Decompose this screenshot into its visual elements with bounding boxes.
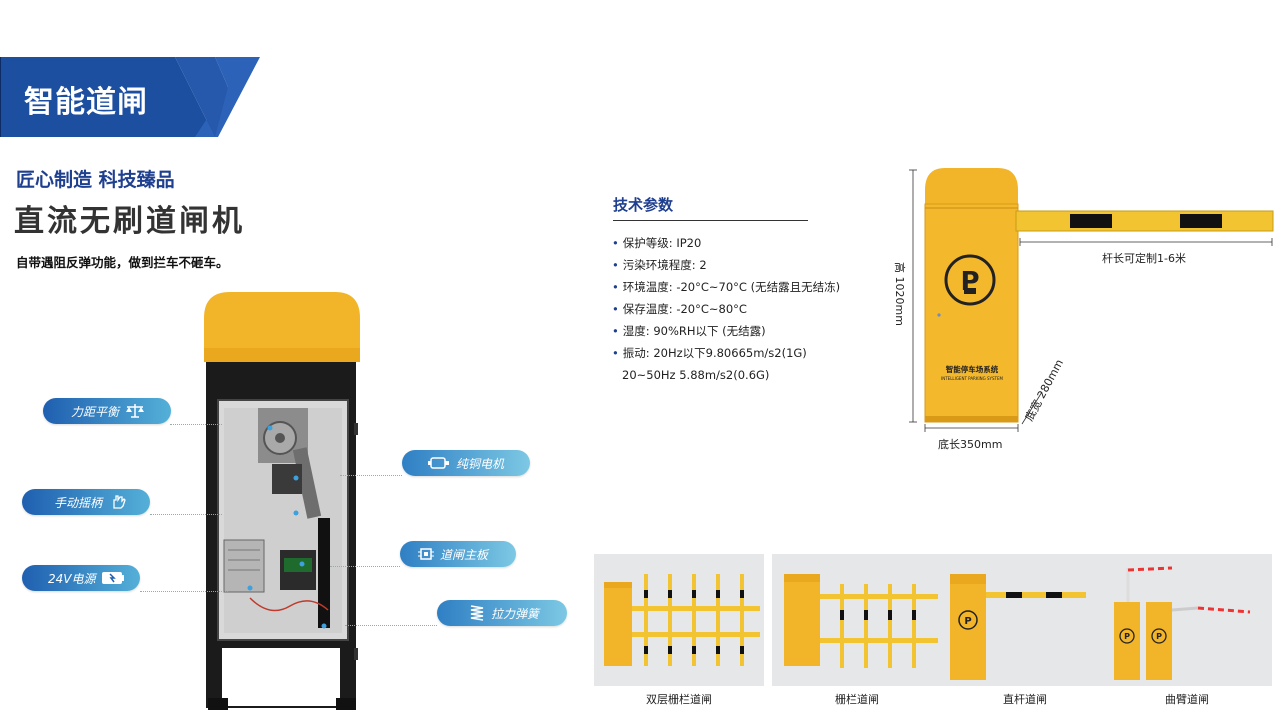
leader-line — [150, 514, 222, 515]
svg-text:智能停车场系统: 智能停车场系统 — [946, 364, 999, 374]
spec-item: •保护等级: IP20 — [612, 236, 702, 250]
gallery-item-straight-arm[interactable]: P — [940, 554, 1110, 686]
motor-icon — [412, 455, 450, 471]
callout-label: 24V电源 — [48, 571, 96, 586]
svg-text:P: P — [964, 616, 971, 627]
callout-spring: 拉力弹簧 — [437, 600, 567, 626]
callout-power: 24V电源 — [22, 565, 140, 591]
leader-line — [140, 591, 228, 592]
bullet-icon: • — [612, 302, 619, 316]
gallery-item-double-fence[interactable] — [594, 554, 764, 686]
callout-hand-crank: 手动摇柄 — [22, 489, 150, 515]
base-length-label: 底长350mm — [938, 438, 1003, 451]
svg-text:P: P — [1156, 632, 1162, 641]
bullet-icon: • — [612, 236, 619, 250]
spec-item: •振动: 20Hz以下9.80665m/s2(1G) — [612, 346, 807, 360]
callout-label: 手动摇柄 — [54, 495, 103, 510]
leader-line — [340, 475, 402, 476]
feature-description: 自带遇阻反弹功能，做到拦车不砸车。 — [16, 255, 229, 270]
gallery-caption: 栅栏道闸 — [835, 693, 879, 706]
spring-icon — [447, 603, 485, 623]
svg-text:P: P — [1124, 632, 1130, 641]
chip-icon — [410, 546, 434, 562]
callout-mainboard: 道闸主板 — [400, 541, 516, 567]
callout-balance: 力距平衡 — [43, 398, 171, 424]
gallery-item-folding-arm[interactable]: P P — [1102, 554, 1272, 686]
slogan: 匠心制造 科技臻品 — [16, 169, 175, 191]
height-label: 高 1020mm — [892, 262, 906, 326]
bullet-icon: • — [612, 324, 619, 338]
page-title: 智能道闸 — [24, 85, 148, 120]
gallery-caption: 直杆道闸 — [1003, 693, 1047, 706]
spec-item: •环境温度: -20°C~70°C (无结露且无结冻) — [612, 280, 841, 294]
spec-item-continuation: 20~50Hz 5.88m/s2(0.6G) — [622, 368, 770, 382]
leader-line — [345, 625, 437, 626]
callout-label: 力距平衡 — [71, 404, 120, 419]
banner-shape — [0, 57, 260, 137]
callout-motor: 纯铜电机 — [402, 450, 530, 476]
balance-scale-icon — [125, 403, 145, 419]
bullet-icon: • — [612, 346, 619, 360]
spec-item: •污染环境程度: 2 — [612, 258, 707, 272]
svg-text:INTELLIGENT PARKING SYSTEM: INTELLIGENT PARKING SYSTEM — [941, 376, 1003, 381]
barrier-diagram: P 智能停车场系统 INTELLIGENT PARKING SYSTEM 杆长可… — [880, 160, 1280, 464]
gallery-caption: 双层栅栏道闸 — [646, 693, 712, 706]
callout-label: 拉力弹簧 — [491, 606, 540, 621]
hand-crank-icon — [108, 494, 128, 510]
specs-title: 技术参数 — [613, 196, 674, 214]
bullet-icon: • — [612, 280, 619, 294]
specs-divider — [613, 220, 808, 221]
spec-item: •保存温度: -20°C~80°C — [612, 302, 747, 316]
specs-list: •保护等级: IP20 •污染环境程度: 2 •环境温度: -20°C~70°C… — [612, 232, 840, 386]
product-title: 直流无刷道闸机 — [14, 204, 245, 239]
callout-label: 纯铜电机 — [456, 456, 505, 471]
spec-item: •湿度: 90%RH以下 (无结露) — [612, 324, 766, 338]
header-banner: 智能道闸 — [0, 57, 260, 137]
leader-line — [170, 424, 222, 425]
battery-icon — [101, 571, 125, 585]
gallery-item-fence[interactable] — [772, 554, 942, 686]
bullet-icon: • — [612, 258, 619, 272]
leader-line — [330, 566, 400, 567]
callout-label: 道闸主板 — [440, 547, 489, 562]
arm-length-label: 杆长可定制1-6米 — [1102, 252, 1186, 265]
gallery-caption: 曲臂道闸 — [1165, 693, 1209, 706]
cabinet-illustration — [200, 288, 365, 717]
